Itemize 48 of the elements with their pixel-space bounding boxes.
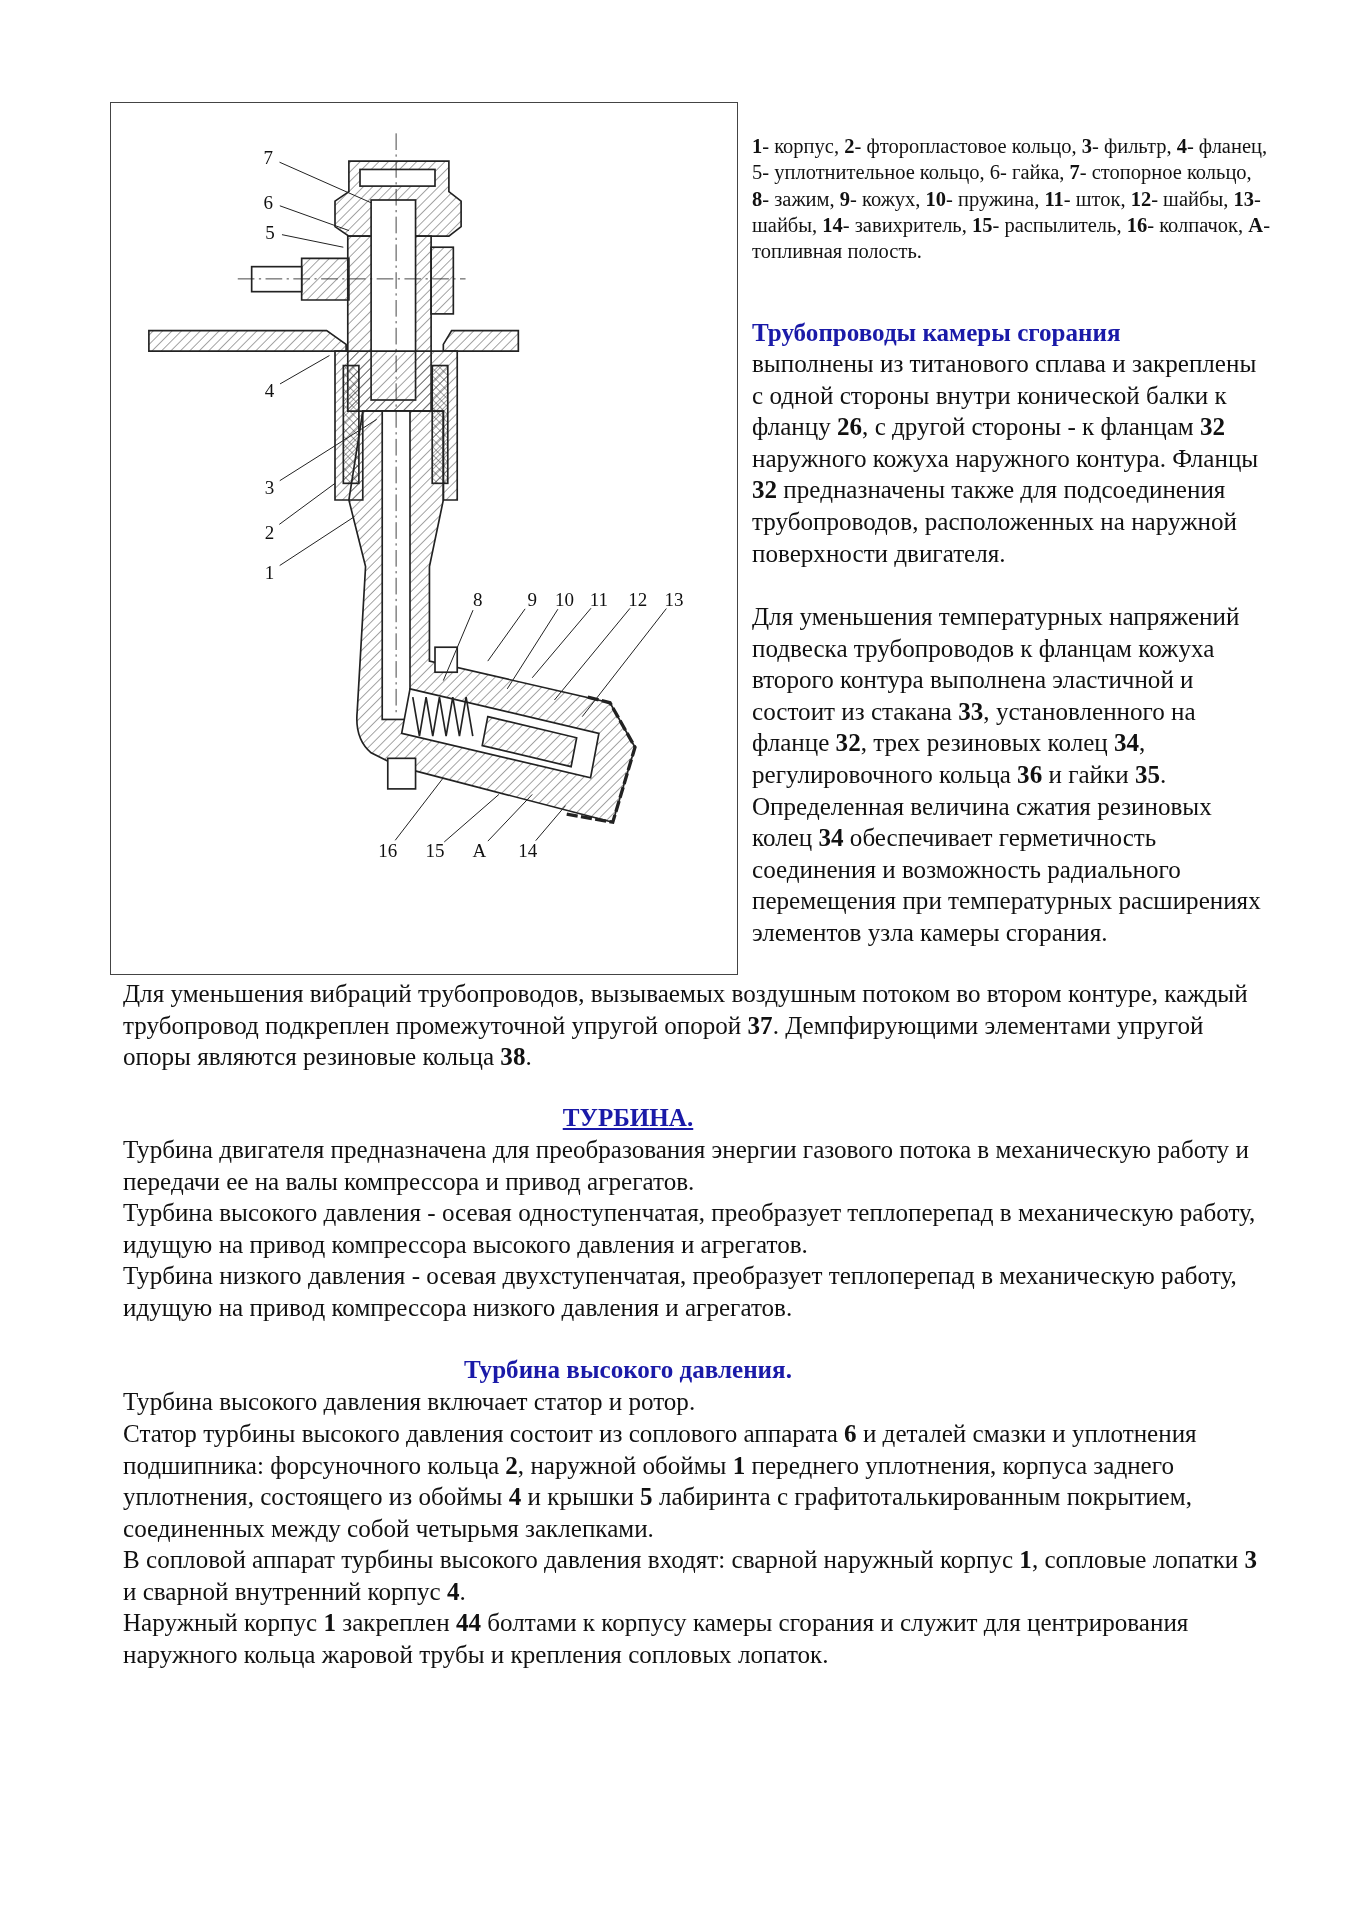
section-heading: Турбина высокого давления.	[463, 1355, 793, 1385]
parts-legend-text: 1- корпус, 2- фторопластовое кольцо, 3- фильтр, 4- фланец, 5- уплотнительное кольцо, 6- гайка, 7- стопорное кольцо, 8- зажим, 9- кожух, 10- пружина, 11- шток, 12- шайбы, 13- шайбы, 14- завихритель, 15- распылитель, 16- колпачок, А- топливная полость.	[752, 134, 1271, 265]
callout-number: 4	[264, 380, 275, 400]
leader-line	[487, 793, 533, 842]
paragraph: Наружный корпус 1 закреплен 44 болтами к корпусу камеры сгорания и служит для центрирования наружного кольца жаровой трубы и крепления сопловых лопаток.	[123, 1608, 1190, 1670]
callout-number: A	[472, 840, 487, 860]
callout-number: 9	[527, 589, 537, 609]
leader-line	[278, 482, 336, 525]
callout-number: 7	[263, 147, 274, 167]
paragraph: Для уменьшения вибраций трубопроводов, вызываемых воздушным потоком во втором контуре, каждый трубопровод подкреплен промежуточной упругой опорой 37. Демпфирующими элементами упругой опоры являются резиновые кольца 38.	[123, 979, 1249, 1073]
callout-number: 15	[425, 840, 445, 860]
leader-line	[281, 234, 344, 248]
callout-number: 2	[264, 522, 275, 542]
leader-line	[279, 355, 330, 385]
callout-number: 8	[473, 589, 483, 609]
callout-number: 16	[378, 840, 398, 860]
callout-number: 3	[264, 477, 275, 497]
paragraph: Турбина высокого давления включает статор и ротор.	[123, 1387, 697, 1417]
callout-number: 11	[589, 589, 608, 609]
leader-line	[279, 205, 350, 232]
callout-number: 13	[664, 589, 684, 609]
leader-line	[506, 608, 559, 690]
callout-number: 6	[263, 192, 274, 212]
callout-number: 1	[264, 562, 275, 582]
paragraph: Статор турбины высокого давления состоит из соплового аппарата 6 и деталей смазки и уплотнения подшипника: форсуночного кольца 2, наружной обоймы 1 переднего уплотнения, корпуса заднего уплотнения, состоящего из обоймы 4 и крышки 5 лабиринта с графитоталькированным покрытием, соединенных между собой четырьмя заклепками.	[123, 1419, 1198, 1544]
paragraph: Турбина низкого давления - осевая двухступенчатая, преобразует теплоперепад в механическую работу, идущую на привод компрессора низкого давления и агрегатов.	[123, 1261, 1238, 1323]
leader-line	[443, 793, 500, 843]
leader-line	[553, 607, 631, 701]
leader-line	[279, 516, 355, 567]
leader-line	[581, 608, 667, 718]
leader-line	[442, 609, 474, 682]
paragraph: Турбина высокого давления - осевая одноступенчатая, преобразует теплоперепад в механическую работу, идущую на привод компрессора высокого давления и агрегатов.	[123, 1198, 1257, 1260]
section-heading: ТУРБИНА.	[561, 1103, 695, 1133]
section-heading: Трубопроводы камеры сгорания	[752, 318, 1122, 348]
callout-number: 5	[265, 222, 275, 242]
leader-line	[394, 777, 444, 841]
leader-line	[487, 608, 526, 662]
callout-number: 12	[628, 589, 648, 609]
callout-number: 10	[554, 589, 574, 609]
leader-line	[535, 805, 567, 842]
paragraph: Для уменьшения температурных напряжений подвеска трубопроводов к фланцам кожуха второго контура выполнена эластичной и состоит из стакана 33, установленного на фланце 32, трех резиновых колец 34, регулировочного кольца 36 и гайки 35. Определенная величина сжатия резиновых колец 34 обеспечивает герметичность соединения и возможность радиального перемещения при температурных расширениях элементов узла камеры сгорания.	[752, 602, 1262, 948]
paragraph: Турбина двигателя предназначена для преобразования энергии газового потока в механическую работу и передачи ее на валы компрессора и привод агрегатов.	[123, 1135, 1250, 1197]
paragraph: выполнены из титанового сплава и закреплены с одной стороны внутри конической балки к фланцу 26, с другой стороны - к фланцам 32 наружного кожуха наружного контура. Фланцы 32 предназначены также для подсоединения трубопроводов, расположенных на наружной поверхности двигателя.	[752, 349, 1260, 569]
paragraph: В сопловой аппарат турбины высокого давления входят: сварной наружный корпус 1, сопловые лопатки 3 и сварной внутренний корпус 4.	[123, 1545, 1259, 1607]
leader-line	[279, 418, 378, 482]
leader-line	[279, 161, 372, 204]
leader-line	[531, 607, 592, 679]
callout-number: 14	[518, 840, 538, 860]
